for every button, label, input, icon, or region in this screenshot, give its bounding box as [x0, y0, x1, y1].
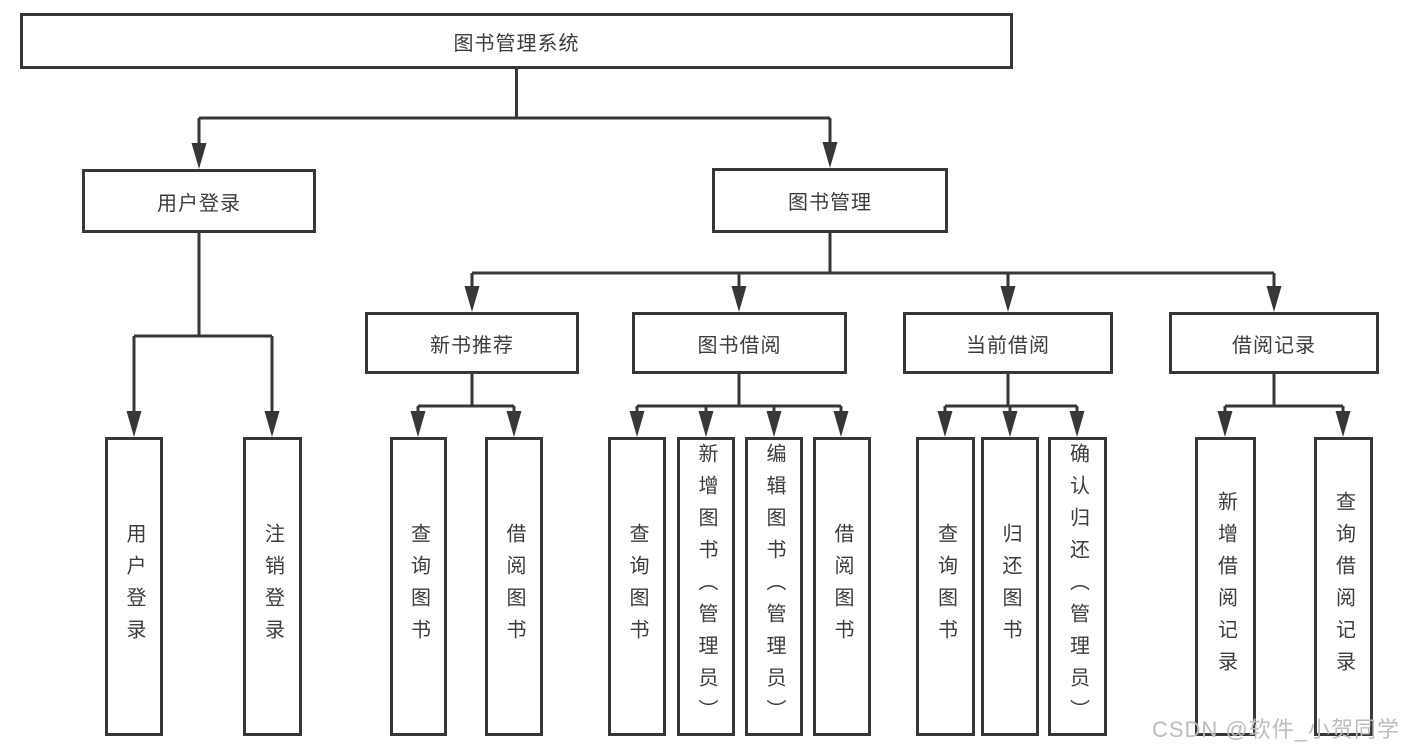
node-label: 新增借阅记录 [1214, 490, 1237, 683]
node-edit-book-admin: 编辑图书（管理员） [745, 437, 803, 736]
node-label: 查询图书 [934, 522, 957, 651]
node-confirm-return-admin: 确认归还（管理员） [1048, 437, 1107, 736]
node-label: 查询图书 [407, 522, 430, 651]
node-label: 借阅图书 [831, 522, 853, 651]
node-logout: 注销登录 [243, 437, 302, 736]
node-book-management-branch: 图书管理 [712, 168, 948, 233]
node-borrowing-records: 借阅记录 [1169, 312, 1379, 374]
node-label: 归还图书 [999, 522, 1021, 651]
node-add-book-admin: 新增图书（管理员） [677, 437, 735, 736]
arrowheads [126, 142, 1351, 437]
node-user-login: 用户登录 [105, 437, 163, 736]
node-query-books-borrowing: 查询图书 [608, 437, 666, 736]
node-label: 确认归还（管理员） [1066, 442, 1089, 731]
node-return-books: 归还图书 [981, 437, 1039, 736]
node-label: 借阅图书 [503, 522, 525, 651]
csdn-watermark: CSDN @软件_小贺同学 [1151, 717, 1400, 742]
node-query-borrow-record: 查询借阅记录 [1314, 437, 1373, 736]
node-current-borrowing: 当前借阅 [903, 312, 1113, 374]
node-library-management-system: 图书管理系统 [20, 13, 1013, 69]
node-add-borrow-record: 新增借阅记录 [1195, 437, 1256, 736]
node-user-login-branch: 用户登录 [82, 169, 316, 233]
node-label: 用户登录 [123, 522, 145, 651]
node-label: 查询借阅记录 [1332, 490, 1355, 683]
node-query-books-recommend: 查询图书 [390, 437, 447, 736]
node-label: 注销登录 [261, 522, 284, 651]
node-query-books-current: 查询图书 [916, 437, 975, 736]
node-label: 编辑图书（管理员） [763, 442, 785, 731]
node-book-borrowing: 图书借阅 [632, 312, 847, 374]
node-borrow-books-recommend: 借阅图书 [485, 437, 543, 736]
node-new-book-recommendation: 新书推荐 [365, 312, 579, 374]
node-borrow-books: 借阅图书 [813, 437, 871, 736]
node-label: 查询图书 [626, 522, 648, 651]
node-label: 新增图书（管理员） [695, 442, 717, 731]
